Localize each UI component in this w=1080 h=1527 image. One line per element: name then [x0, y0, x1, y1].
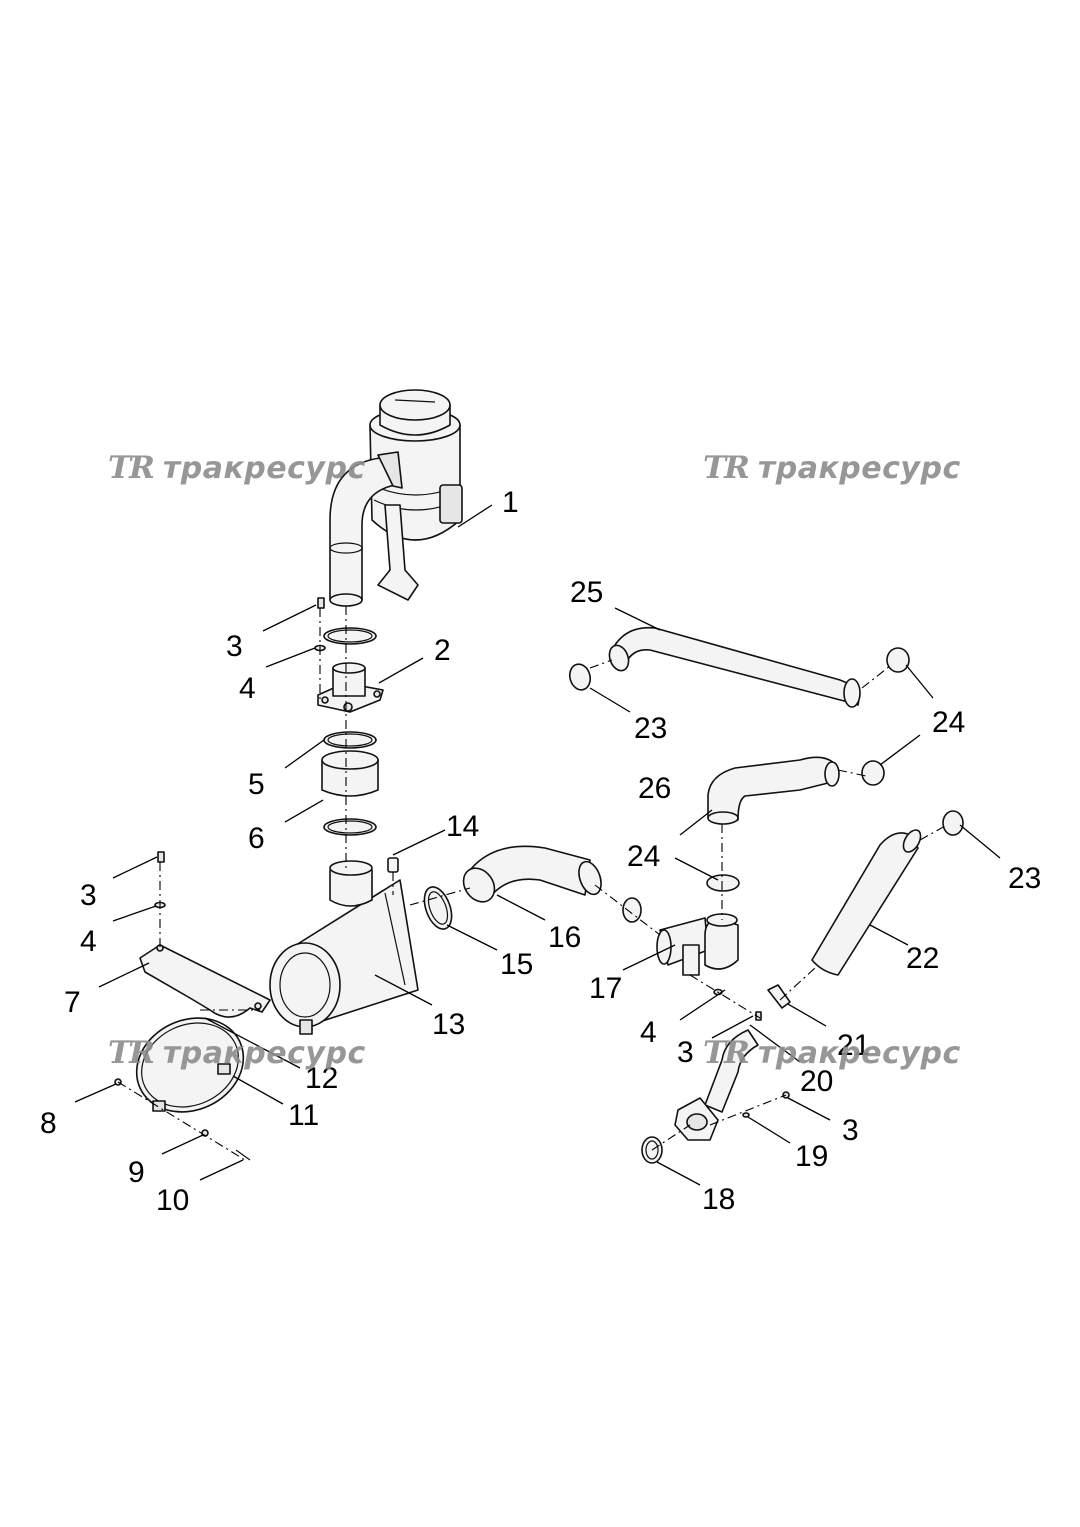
- part-6-sleeve: [321, 750, 379, 797]
- callout-12: 12: [305, 1062, 338, 1095]
- part-15-clamp: [423, 886, 453, 930]
- callout-9: 9: [128, 1156, 145, 1189]
- callout-11: 11: [288, 1099, 319, 1132]
- part-5-hose-clamps: [323, 627, 377, 836]
- part-23-clamps: [568, 663, 964, 836]
- callout-2: 2: [434, 634, 451, 667]
- part-20-pipe: [674, 1029, 759, 1141]
- part-22-tube: [811, 829, 922, 976]
- callout-19: 19: [795, 1140, 828, 1173]
- callout-18: 18: [702, 1183, 735, 1216]
- callout-21: 21: [837, 1029, 870, 1062]
- callout-3c: 3: [677, 1036, 694, 1069]
- watermark-brand: тракресурс: [162, 1036, 366, 1071]
- callout-4: 4: [239, 672, 256, 705]
- callout-15: 15: [500, 948, 533, 981]
- callout-3: 3: [226, 630, 243, 663]
- part-7-bracket: [139, 944, 271, 1018]
- callout-26: 26: [638, 772, 671, 805]
- watermark-brand: тракресурс: [757, 1036, 961, 1071]
- callout-10: 10: [156, 1184, 189, 1217]
- callout-8: 8: [40, 1107, 57, 1140]
- callout-25: 25: [570, 576, 603, 609]
- part-1-air-cleaner: [329, 389, 463, 607]
- assembly-axis-lines: [117, 606, 946, 1161]
- part-12-strap: [135, 1017, 245, 1113]
- part-25-hose: [608, 626, 861, 708]
- callout-3b: 3: [80, 879, 97, 912]
- part-8-10-fasteners: [114, 1078, 251, 1161]
- callout-23: 23: [634, 712, 667, 745]
- callout-24b: 24: [627, 840, 660, 873]
- watermark-logo: TR: [108, 450, 155, 486]
- callout-3d: 3: [842, 1114, 859, 1147]
- watermark-brand: тракресурс: [757, 451, 961, 486]
- part-26-elbow-hose: [707, 756, 840, 825]
- part-13-filter-housing: [269, 860, 419, 1035]
- callout-14: 14: [446, 810, 479, 843]
- callout-22: 22: [906, 942, 939, 975]
- part-14-plug: [387, 857, 399, 873]
- part-17-elbow-fitting: [656, 913, 739, 976]
- callout-7: 7: [64, 986, 81, 1019]
- leader-lines: [74, 504, 1001, 1186]
- callout-5: 5: [248, 768, 265, 801]
- callout-4b: 4: [80, 925, 97, 958]
- part-2-flange-adaptor: [317, 662, 384, 713]
- callout-6: 6: [248, 822, 265, 855]
- watermark-brand: тракресурс: [162, 451, 366, 486]
- callout-20: 20: [800, 1065, 833, 1098]
- callout-labels: 1 3 4 2 5 6 14 3 4 7 8 9 10 11 12 13 15 …: [40, 486, 1041, 1217]
- callout-24: 24: [932, 706, 965, 739]
- watermark-logo: TR: [108, 1035, 155, 1071]
- watermark-logo: TR: [703, 1035, 750, 1071]
- callout-17: 17: [589, 972, 622, 1005]
- part-24-clamps: [622, 647, 910, 923]
- part-21-clip: [767, 984, 791, 1009]
- callout-1: 1: [502, 486, 519, 519]
- callout-16: 16: [548, 921, 581, 954]
- part-16-intake-hose: [462, 845, 602, 903]
- callout-4c: 4: [640, 1016, 657, 1049]
- callout-23b: 23: [1008, 862, 1041, 895]
- callout-13: 13: [432, 1008, 465, 1041]
- watermark-logo: TR: [703, 450, 750, 486]
